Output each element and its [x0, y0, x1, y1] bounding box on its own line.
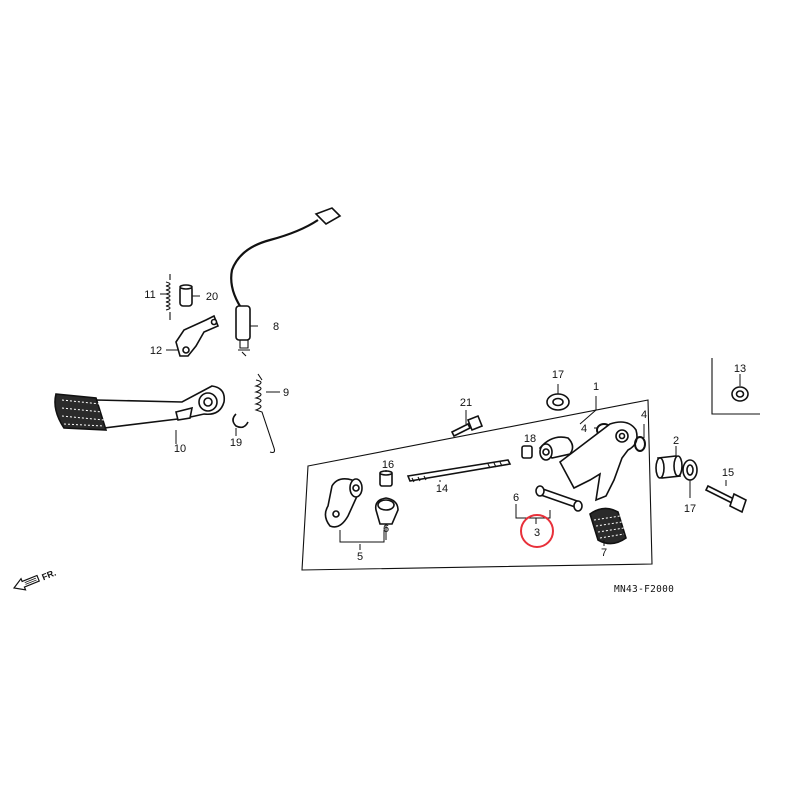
threaded-rod-part	[406, 459, 512, 483]
collar-part	[179, 284, 193, 307]
rubber-peg-part	[589, 507, 627, 545]
switch-part	[230, 207, 342, 357]
leader-lines	[160, 293, 741, 550]
label-part-20[interactable]: 20	[206, 291, 218, 303]
label-part-15[interactable]: 15	[722, 467, 734, 479]
washer-right-part	[682, 459, 698, 481]
ball-joint-part	[374, 497, 399, 525]
shift-arm-part	[324, 478, 363, 528]
washer-top-part	[546, 393, 570, 411]
label-part-16[interactable]: 16	[382, 459, 394, 471]
corner-bracket	[711, 358, 760, 415]
label-part-11[interactable]: 11	[144, 289, 155, 301]
assembly-outline	[301, 399, 653, 571]
ball-joint-right-part	[538, 436, 574, 461]
gearshift-pedal-part	[54, 385, 226, 431]
spring-part	[165, 274, 171, 320]
front-arrow-icon	[12, 574, 41, 591]
pedal-body-part	[535, 421, 638, 512]
bolt-part	[450, 414, 484, 438]
front-direction-indicator: FR.	[12, 568, 58, 591]
label-part-21[interactable]: 21	[460, 397, 472, 409]
bushing-part	[655, 455, 683, 479]
label-part-7[interactable]: 7	[601, 547, 607, 559]
nut-part	[379, 470, 393, 487]
label-part-17-top[interactable]: 17	[552, 369, 564, 381]
label-part-18[interactable]: 18	[524, 433, 536, 445]
small-nut-part	[521, 445, 533, 459]
label-part-4-left[interactable]: 4	[581, 423, 587, 435]
label-part-1[interactable]: 1	[593, 381, 599, 393]
washer-13-part	[731, 386, 749, 402]
label-part-13[interactable]: 13	[734, 363, 746, 375]
label-part-4-right[interactable]: 4	[641, 409, 647, 421]
label-part-6-left[interactable]: 6	[383, 523, 389, 535]
label-part-2[interactable]: 2	[673, 435, 679, 447]
flange-bolt-part	[704, 484, 747, 514]
label-part-6-right[interactable]: 6	[513, 492, 519, 504]
label-part-14[interactable]: 14	[436, 483, 448, 495]
return-spring-part	[254, 373, 276, 454]
label-part-10[interactable]: 10	[174, 443, 186, 455]
label-part-17-right[interactable]: 17	[684, 503, 696, 515]
o-ring-right-part	[634, 436, 646, 452]
label-part-3[interactable]: 3	[534, 527, 540, 539]
highlight-circle	[520, 514, 554, 548]
front-label: FR.	[40, 568, 57, 583]
diagram-code: MN43-F2000	[614, 584, 674, 595]
bracket-part	[175, 314, 220, 357]
circlip-part	[232, 413, 249, 429]
label-part-12[interactable]: 12	[150, 345, 162, 357]
label-part-8[interactable]: 8	[273, 321, 279, 333]
label-part-5[interactable]: 5	[357, 551, 363, 563]
label-part-9[interactable]: 9	[283, 387, 289, 399]
label-part-19[interactable]: 19	[230, 437, 242, 449]
